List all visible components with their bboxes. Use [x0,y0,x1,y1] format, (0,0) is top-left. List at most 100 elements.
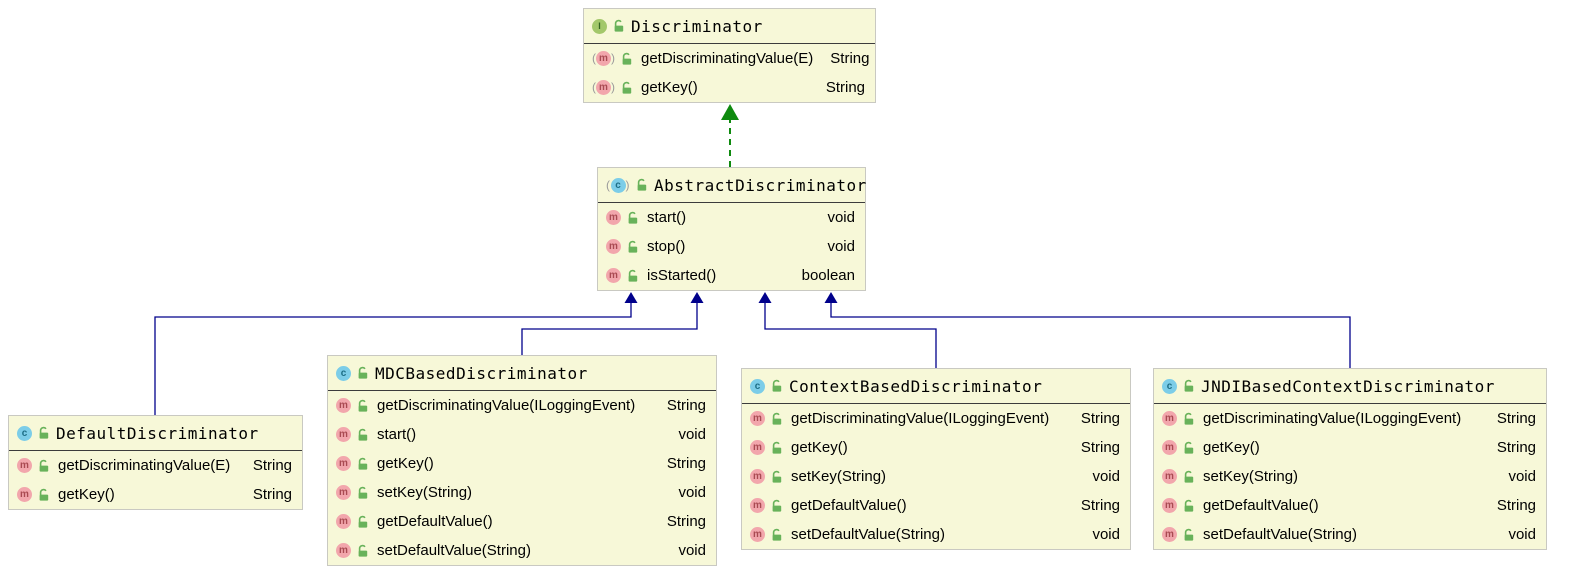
method-row[interactable]: m setKey(String) void [742,462,1130,491]
hollow-triangle-arrowhead-icon [721,104,739,120]
method-icon: m [336,427,351,442]
method-name: setKey(String) [791,468,887,485]
public-lock-icon [628,211,638,224]
method-return-type: void [678,426,706,443]
method-row[interactable]: m getDefaultValue() String [742,491,1130,520]
method-icon: m [336,543,351,558]
class-icon: c [336,365,351,381]
method-row[interactable]: m getDiscriminatingValue(E) String [9,451,302,480]
class-header: c DefaultDiscriminator [9,416,302,451]
interface-icon: I [592,18,607,34]
method-icon: m [17,487,32,502]
method-name: getDiscriminatingValue(ILoggingEvent) [377,397,636,414]
public-lock-icon [1184,499,1194,512]
method-row[interactable]: m stop() void [598,232,865,261]
method-row[interactable]: m getDiscriminatingValue(ILoggingEvent) … [742,404,1130,433]
method-return-type: String [1496,497,1536,514]
class-node-contextbaseddiscriminator[interactable]: c ContextBasedDiscriminator m getDiscrim… [741,368,1131,550]
public-lock-icon [358,544,368,557]
class-name: MDCBasedDiscriminator [375,363,588,383]
method-return-type: void [678,484,706,501]
method-row[interactable]: m setDefaultValue(String) void [1154,520,1546,549]
implements-edge-abstractdiscriminator [721,104,739,167]
method-return-type: void [827,209,855,226]
method-name: getKey() [791,439,848,456]
method-name: setDefaultValue(String) [377,542,531,559]
method-name: getKey() [58,486,115,503]
method-return-type: boolean [801,267,855,284]
method-row[interactable]: m start() void [328,420,716,449]
method-row[interactable]: m getDefaultValue() String [328,507,716,536]
method-row[interactable]: m getKey() String [328,449,716,478]
method-return-type: String [830,50,870,67]
method-row[interactable]: (m) getDiscriminatingValue(E) String [584,44,875,73]
class-node-mdcbaseddiscriminator[interactable]: c MDCBasedDiscriminator m getDiscriminat… [327,355,717,566]
method-return-type: String [1080,410,1120,427]
method-name: getKey() [377,455,434,472]
method-name: setKey(String) [1203,468,1299,485]
method-name: isStarted() [647,267,717,284]
method-name: stop() [647,238,686,255]
public-lock-icon [772,412,782,425]
public-lock-icon [637,178,647,191]
method-row[interactable]: m getKey() String [1154,433,1546,462]
class-icon: c [17,425,32,441]
method-return-type: String [252,486,292,503]
class-node-defaultdiscriminator[interactable]: c DefaultDiscriminator m getDiscriminati… [8,415,303,510]
triangle-arrowhead-icon [690,292,704,303]
method-return-type: void [827,238,855,255]
method-return-type: String [666,513,706,530]
method-row[interactable]: m setDefaultValue(String) void [742,520,1130,549]
class-header: c ContextBasedDiscriminator [742,369,1130,404]
public-lock-icon [1184,528,1194,541]
method-icon: m [336,398,351,413]
public-lock-icon [1184,441,1194,454]
method-name: getDefaultValue() [1203,497,1319,514]
method-row[interactable]: m setKey(String) void [328,478,716,507]
method-row[interactable]: m setDefaultValue(String) void [328,536,716,565]
method-return-type: String [1496,410,1536,427]
method-return-type: String [1080,497,1120,514]
class-name: JNDIBasedContextDiscriminator [1201,376,1495,396]
method-name: getKey() [641,79,698,96]
public-lock-icon [358,457,368,470]
public-lock-icon [628,269,638,282]
method-name: getKey() [1203,439,1260,456]
method-row[interactable]: m getKey() String [742,433,1130,462]
method-icon: m [1162,527,1177,542]
method-row[interactable]: m setKey(String) void [1154,462,1546,491]
method-return-type: void [678,542,706,559]
method-name: start() [377,426,417,443]
method-name: setDefaultValue(String) [1203,526,1357,543]
class-header: c MDCBasedDiscriminator [328,356,716,391]
method-row[interactable]: m getDiscriminatingValue(ILoggingEvent) … [1154,404,1546,433]
class-header: c JNDIBasedContextDiscriminator [1154,369,1546,404]
class-node-abstractdiscriminator[interactable]: (c) AbstractDiscriminator m start() void… [597,167,866,291]
class-node-jndibasedcontextdiscriminator[interactable]: c JNDIBasedContextDiscriminator m getDis… [1153,368,1547,550]
method-icon: m [17,458,32,473]
public-lock-icon [358,486,368,499]
method-row[interactable]: (m) getKey() String [584,73,875,102]
method-row[interactable]: m isStarted() boolean [598,261,865,290]
method-row[interactable]: m getKey() String [9,480,302,509]
public-lock-icon [1184,470,1194,483]
class-header: (c) AbstractDiscriminator [598,168,866,203]
method-row[interactable]: m start() void [598,203,865,232]
class-node-discriminator[interactable]: I Discriminator (m) getDiscriminatingVal… [583,8,876,103]
public-lock-icon [622,52,632,65]
public-lock-icon [628,240,638,253]
public-lock-icon [622,81,632,94]
class-icon: c [750,378,765,394]
abstract-method-icon: (m) [592,51,615,66]
class-name: ContextBasedDiscriminator [789,376,1043,396]
method-row[interactable]: m getDefaultValue() String [1154,491,1546,520]
method-icon: m [750,411,765,426]
method-return-type: void [1508,526,1536,543]
method-icon: m [336,456,351,471]
method-return-type: String [666,455,706,472]
public-lock-icon [772,499,782,512]
method-row[interactable]: m getDiscriminatingValue(ILoggingEvent) … [328,391,716,420]
class-icon: c [1162,378,1177,394]
abstract-method-icon: (m) [592,80,615,95]
